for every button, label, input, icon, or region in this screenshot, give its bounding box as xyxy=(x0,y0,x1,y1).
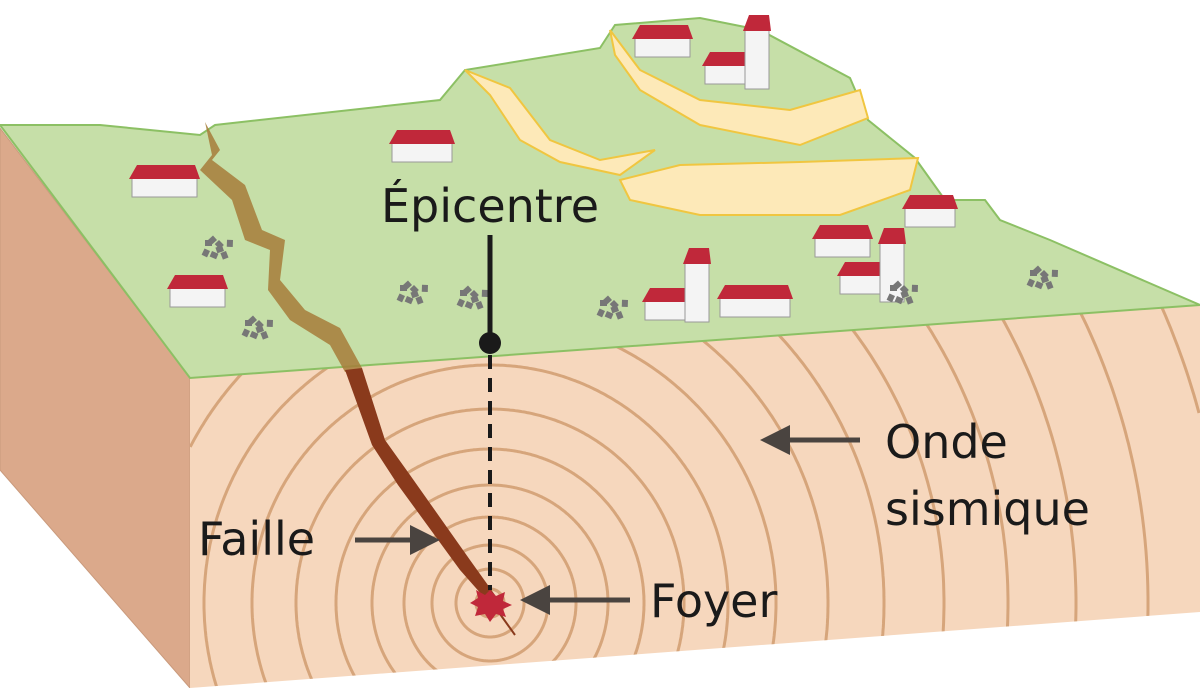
rubble xyxy=(247,315,258,325)
rubble xyxy=(260,331,269,340)
house xyxy=(902,195,958,228)
rubble xyxy=(400,285,407,291)
rubble xyxy=(402,280,412,290)
onde-label-line1: Onde xyxy=(885,415,1008,469)
rubble xyxy=(404,296,414,305)
rubble xyxy=(1051,269,1058,277)
rubble xyxy=(209,250,219,260)
church-tower xyxy=(683,248,711,323)
rubble xyxy=(245,320,252,326)
house xyxy=(717,285,793,318)
focus-burst-icon xyxy=(470,590,512,622)
rubble xyxy=(462,285,472,295)
fault-deep xyxy=(345,368,500,604)
church-tower xyxy=(878,228,906,303)
house xyxy=(812,225,873,258)
rubble xyxy=(205,240,212,246)
rubble xyxy=(421,284,429,292)
rubble xyxy=(481,289,488,297)
houses xyxy=(129,15,1058,340)
church-tower xyxy=(743,15,771,90)
rubble xyxy=(226,239,234,247)
rubble xyxy=(615,311,624,320)
rubble xyxy=(396,293,406,303)
rubble xyxy=(886,293,895,303)
rubble xyxy=(255,325,265,334)
rubble xyxy=(600,300,607,306)
landslides xyxy=(464,29,920,216)
rubble xyxy=(456,298,465,308)
faille-label: Faille xyxy=(198,512,315,566)
house xyxy=(632,25,693,58)
rubble xyxy=(1034,281,1044,290)
rubble xyxy=(464,301,474,310)
foyer-label: Foyer xyxy=(650,574,777,628)
rubble xyxy=(900,290,909,299)
wave-ring xyxy=(1159,305,1200,414)
rubble xyxy=(460,290,467,296)
rubble xyxy=(894,296,904,305)
house xyxy=(389,130,455,163)
rubble xyxy=(470,295,480,304)
rubble xyxy=(905,296,914,305)
wave-ring xyxy=(430,543,550,663)
rubble xyxy=(207,235,217,245)
block-front-face xyxy=(190,305,1200,688)
rubble xyxy=(410,290,419,299)
rubble xyxy=(475,301,484,310)
epicentre-label: Épicentre xyxy=(381,179,599,233)
rubble xyxy=(890,285,897,291)
fault-surface xyxy=(200,122,362,372)
rubble xyxy=(220,251,229,260)
onde-label-line2: sismique xyxy=(885,482,1090,536)
rubble xyxy=(1045,281,1054,290)
rubble xyxy=(596,308,606,318)
rubble xyxy=(1032,265,1042,275)
rubble xyxy=(266,319,273,327)
rubble xyxy=(892,280,902,290)
house xyxy=(129,165,200,198)
rubble xyxy=(911,284,919,292)
rubble xyxy=(1040,275,1050,284)
wave-ring xyxy=(454,567,526,639)
epicentre-dot xyxy=(479,332,501,354)
rubble xyxy=(610,305,619,314)
rubble xyxy=(415,296,424,305)
rubble xyxy=(249,330,259,340)
house xyxy=(167,275,228,308)
rubble xyxy=(215,245,224,254)
rubble xyxy=(604,311,614,320)
rubble xyxy=(1026,278,1035,288)
rubble xyxy=(621,299,628,307)
rubble xyxy=(602,295,612,305)
rubble xyxy=(241,328,250,338)
rubble xyxy=(1030,270,1037,276)
rubble xyxy=(201,248,211,258)
